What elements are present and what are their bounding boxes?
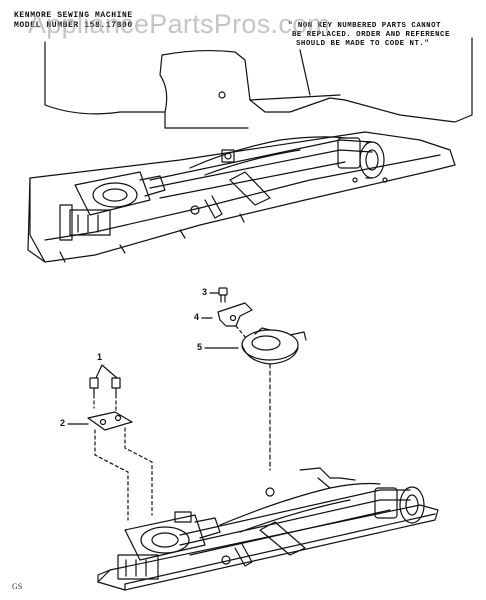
top-shaft-assembly	[149, 136, 388, 219]
page-number: GS	[12, 582, 23, 591]
callout-4: 4	[194, 312, 200, 322]
part-4-bracket	[201, 302, 253, 327]
callout-5: 5	[197, 342, 203, 352]
part-1-screws	[89, 364, 121, 396]
bottom-bed-frame	[97, 504, 439, 591]
part-2-plate	[67, 411, 133, 431]
guide-line-4-5	[235, 325, 247, 339]
model-title-line1: KENMORE SEWING MACHINE	[14, 11, 133, 20]
parts-note-line2: BE REPLACED. ORDER AND REFERENCE	[292, 31, 450, 39]
part-5-bobbin-case	[204, 327, 307, 365]
top-bed-frame	[27, 131, 456, 263]
callout-1: 1	[97, 352, 103, 362]
callout-3: 3	[202, 287, 208, 297]
top-hook-assembly	[59, 171, 166, 241]
machine-body-outline	[44, 37, 473, 129]
parts-note-line1: " NON KEY NUMBERED PARTS CANNOT	[288, 22, 441, 30]
bottom-shaft-assembly	[179, 467, 425, 567]
watermark: AppliancePartsPros.com	[28, 9, 331, 39]
model-title-line2: MODEL NUMBER 158.17800	[14, 21, 133, 30]
guide-line-1	[93, 394, 117, 411]
part-3-screw	[209, 287, 228, 303]
bottom-hook-assembly	[117, 511, 221, 580]
parts-note-line3: SHOULD BE MADE TO CODE NT."	[296, 40, 430, 48]
guide-line-2	[94, 427, 153, 521]
callout-2: 2	[60, 418, 66, 428]
